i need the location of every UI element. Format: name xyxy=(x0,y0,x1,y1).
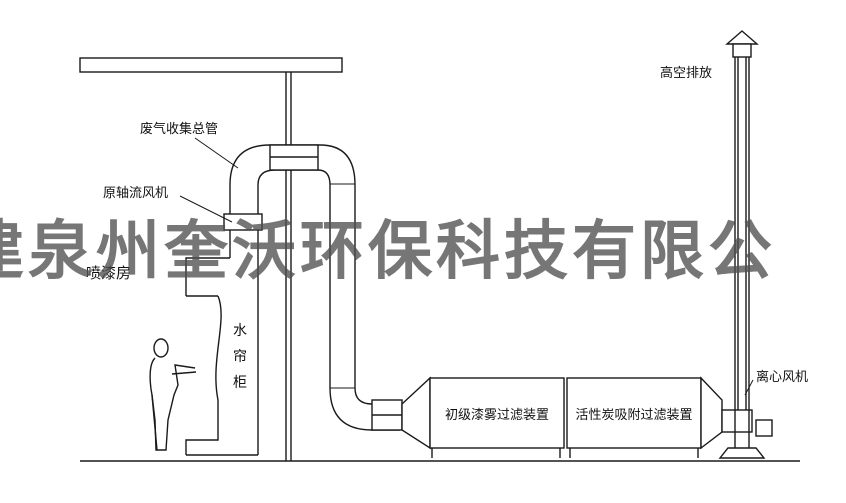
label-primary-filter: 初级漆雾过滤装置 xyxy=(444,408,549,423)
label-water-curtain: 水帘柜 xyxy=(233,323,247,391)
label-high-altitude-exhaust: 高空排放 xyxy=(660,66,713,81)
label-activated-carbon: 活性炭吸附过滤装置 xyxy=(575,408,693,423)
exhaust-main-pipe xyxy=(229,144,403,431)
top-beam xyxy=(79,57,343,73)
filter-housing xyxy=(401,376,723,458)
label-spray-room: 喷漆房 xyxy=(86,264,132,282)
axial-fan xyxy=(223,213,263,231)
exhaust-stack xyxy=(718,30,773,459)
person-figure xyxy=(149,338,197,451)
label-axial-fan: 原轴流风机 xyxy=(103,186,169,201)
company-watermark: 建泉州奎沃环保科技有限公 xyxy=(0,215,776,289)
label-exhaust-main-pipe: 废气收集总管 xyxy=(140,122,219,137)
label-centrifugal-fan: 离心风机 xyxy=(756,370,809,385)
